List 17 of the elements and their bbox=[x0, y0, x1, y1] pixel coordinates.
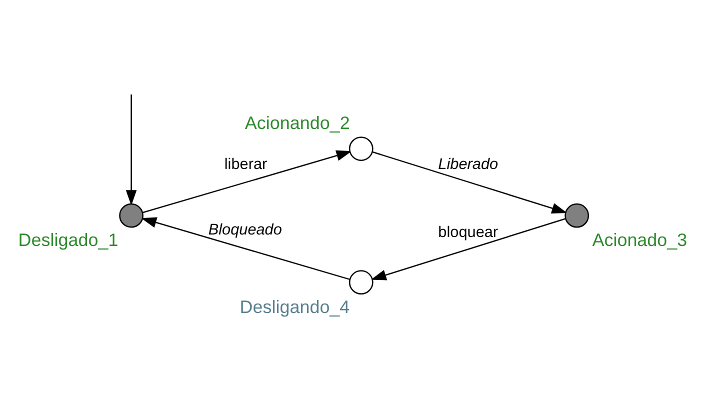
arrow bbox=[370, 218, 566, 280]
node-label: Acionado_3 bbox=[592, 230, 688, 250]
edge-label: Liberado bbox=[438, 156, 498, 173]
edge-label: liberar bbox=[224, 156, 268, 173]
arrow bbox=[372, 151, 568, 214]
arrow bbox=[126, 94, 137, 206]
node-circle bbox=[348, 270, 374, 295]
node-circle bbox=[119, 203, 144, 228]
edge-label: bloquear bbox=[438, 224, 498, 241]
arrow bbox=[142, 150, 352, 214]
node-circle bbox=[564, 203, 590, 228]
node-label: Desligando_4 bbox=[240, 296, 350, 317]
node-label: Acionando_2 bbox=[244, 113, 350, 134]
node-circle bbox=[348, 136, 374, 161]
node-label: Desligado_1 bbox=[18, 230, 118, 250]
edge-label: Bloqueado bbox=[208, 221, 282, 238]
arrow bbox=[141, 217, 350, 280]
